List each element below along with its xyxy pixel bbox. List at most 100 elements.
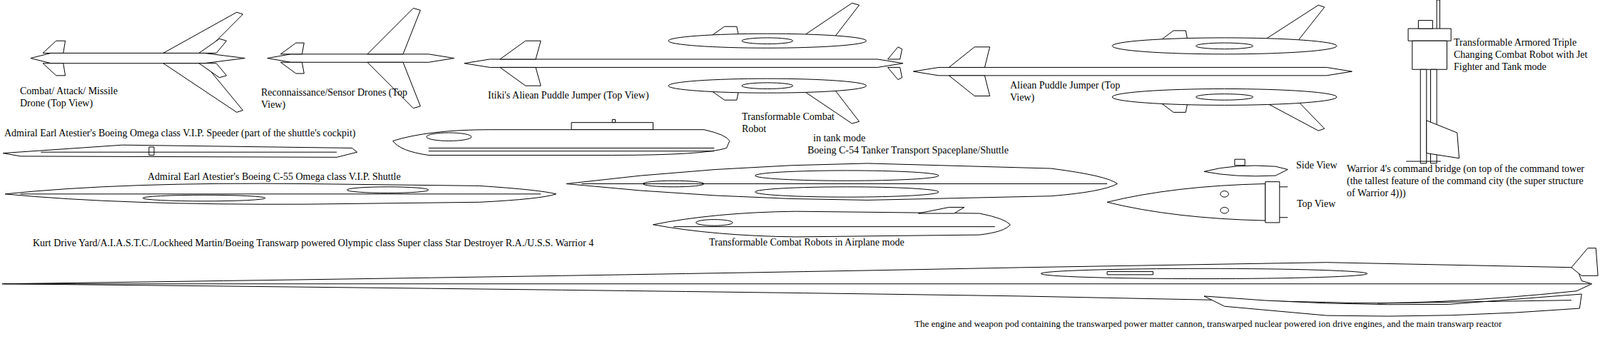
top-detail: [1220, 206, 1229, 214]
top-hull: [1107, 184, 1266, 222]
label: Admiral Earl Atestier's Boeing Omega cla…: [4, 127, 504, 140]
airplane-seam: [673, 226, 996, 227]
destroyer-hull: [2, 262, 1593, 304]
destroyer-tail-fin: [1571, 248, 1598, 277]
robot-airplane-mode: [653, 206, 1011, 237]
itiki-puddle-jumper: [464, 2, 904, 124]
airplane-fin: [918, 206, 964, 214]
pod-seam: [1377, 300, 1572, 304]
airplane-hull: [653, 211, 1011, 237]
label: Transformable Combat Robots in Airplane …: [709, 236, 1031, 249]
label: Itiki's Aliean Puddle Jumper (Top View): [487, 89, 745, 103]
speeder-hatch: [149, 146, 155, 155]
c54-tanker: [566, 163, 1118, 201]
jumper-fuselage: [913, 67, 1352, 75]
tanker-cockpit: [642, 180, 705, 187]
robot-shoulder: [1408, 28, 1451, 41]
label: Warrior 4's command bridge (on top of th…: [1346, 163, 1593, 200]
warrior-side-view: [1204, 159, 1288, 177]
label: Kurt Drive Yard/A.I.A.S.T.C./Lockheed Ma…: [32, 237, 604, 250]
label: Transformable Combat Robot: [741, 111, 835, 136]
robot-tank-mode: [393, 119, 730, 155]
jumper-fuselage: [464, 59, 904, 68]
tank-turret: [571, 122, 653, 130]
side-hull: [1204, 165, 1288, 177]
tank-track: [428, 147, 715, 149]
label: Top View: [1296, 198, 1362, 211]
combat-drone: [30, 12, 245, 112]
label: Admiral Earl Atestier's Boeing C-55 Omeg…: [147, 171, 576, 184]
tank-track: [428, 150, 715, 152]
jumper-tail: [948, 47, 990, 68]
drone-fuselage: [30, 52, 245, 63]
transformable-robot: [1405, 0, 1459, 164]
tank-canopy: [426, 132, 472, 141]
destroyer-superstructure: [1040, 268, 1368, 279]
drone-tail-fin: [280, 42, 304, 55]
top-detail: [1220, 191, 1229, 198]
label: Reconnaissance/Sensor Drones (Top View): [261, 87, 426, 112]
engine-pod: [1112, 88, 1337, 105]
jumper-tail: [948, 75, 990, 97]
shuttle-detail: [346, 186, 428, 194]
tanker-tank: [755, 186, 939, 197]
tanker-hull: [566, 163, 1118, 201]
drone-tail-fin: [42, 40, 65, 53]
robot-tail-fin: [1426, 120, 1460, 159]
shuttle-seam: [20, 193, 542, 195]
tank-sensor: [612, 119, 615, 122]
drone-tail-fin: [42, 63, 65, 76]
c55-shuttle: [4, 183, 556, 205]
drone-wing: [163, 12, 244, 53]
shuttle-detail: [142, 194, 266, 202]
drone-canard: [199, 38, 227, 53]
label: Boeing C-54 Tanker Transport Spaceplane/…: [807, 144, 1179, 157]
jumper-tail: [500, 67, 541, 86]
robot-head: [1418, 20, 1433, 29]
vip-speeder: [2, 144, 357, 157]
destroyer-keel: [4, 283, 1591, 284]
pod-detail: [741, 82, 794, 90]
drone-fuselage: [267, 54, 455, 63]
label: Combat/ Attack/ Missile Drone (Top View): [19, 85, 127, 110]
shuttle-hull: [4, 183, 556, 205]
pod-detail: [1196, 94, 1254, 101]
drone-canard: [199, 63, 227, 78]
label: Transformable Armored Triple Changing Co…: [1453, 37, 1596, 73]
jumper-nose-fin: [888, 67, 903, 80]
warrior-top-view: [1107, 181, 1288, 223]
pod-detail: [1196, 42, 1254, 50]
engine-pod: [668, 78, 867, 93]
speeder-seam: [40, 151, 337, 153]
robot-leg: [1420, 69, 1427, 164]
drone-wing: [163, 63, 244, 113]
engine-nozzle: [1279, 186, 1288, 187]
label: in tank mode: [813, 132, 914, 145]
tanker-tank: [755, 170, 939, 181]
label: The engine and weapon pod containing the…: [914, 318, 1596, 330]
robot-torso: [1412, 40, 1448, 70]
jumper-nose-fin: [888, 47, 903, 60]
drone-wing: [367, 62, 421, 108]
engine-nozzle: [1279, 216, 1288, 218]
robot-feet: [1405, 161, 1441, 162]
engine-weapon-pod: [1204, 293, 1582, 317]
label: Aliean Puddle Jumper (Top View): [1010, 79, 1146, 105]
airplane-canopy: [696, 219, 733, 227]
tanker-seam: [581, 183, 1108, 185]
speeder-hull: [2, 144, 357, 157]
drone-wing: [367, 7, 421, 54]
engine-block: [1265, 181, 1280, 223]
jumper-tail: [500, 40, 541, 60]
tank-hull: [393, 129, 730, 156]
pod-detail: [741, 37, 794, 45]
engine-pod: [1112, 37, 1337, 55]
bridge-tower: [1234, 159, 1245, 166]
aliean-puddle-jumper: [913, 4, 1352, 131]
warrior-4-star-destroyer: [2, 248, 1598, 317]
drone-tail-fin: [280, 62, 304, 74]
destroyer-windows: [1107, 271, 1153, 275]
engine-pod: [668, 33, 867, 48]
